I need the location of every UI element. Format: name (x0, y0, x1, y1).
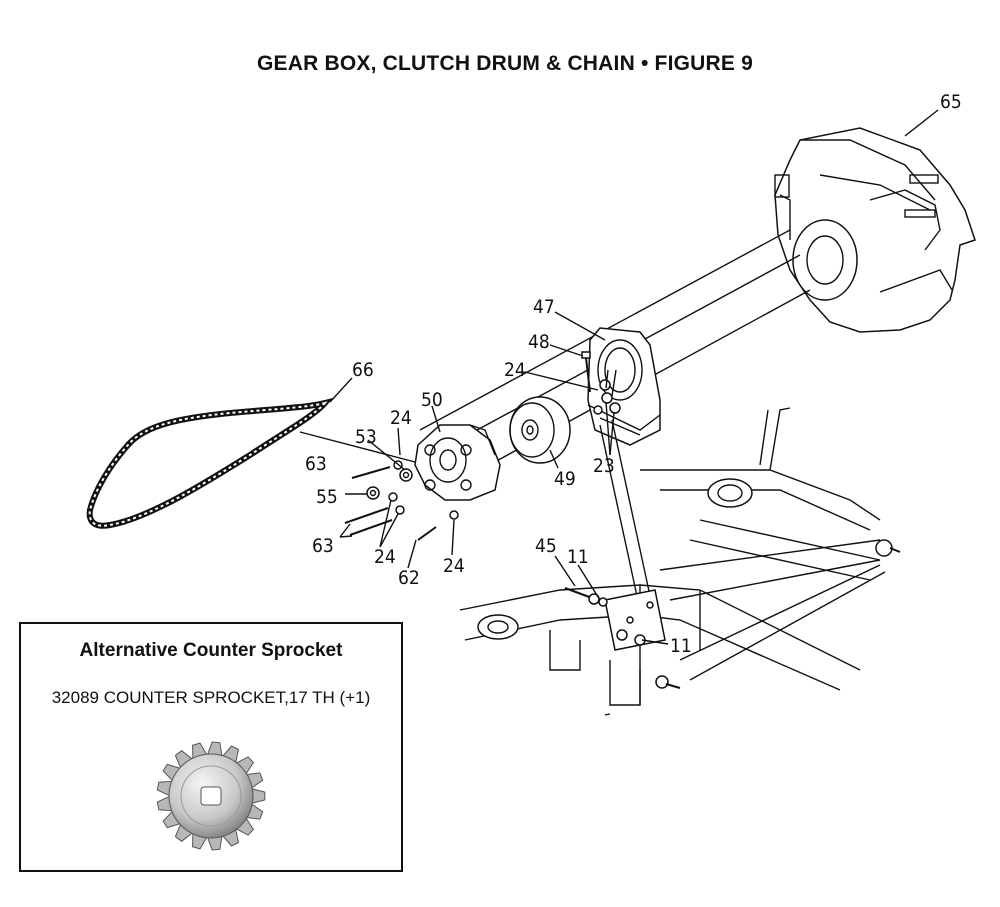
sprocket-image (156, 741, 266, 851)
callout-11-lower: 11 (670, 635, 692, 657)
figure-title: GEAR BOX, CLUTCH DRUM & CHAIN • FIGURE 9 (256, 52, 754, 75)
callout-47: 47 (533, 296, 555, 318)
callout-24-left-bottom: 24 (374, 546, 396, 568)
engine-part-65 (774, 127, 976, 333)
gearbox-part-50 (414, 424, 501, 501)
leader-lines (299, 109, 939, 645)
callout-24-top: 24 (390, 407, 412, 429)
bolt-part-48 (581, 351, 621, 415)
callout-23: 23 (593, 455, 615, 477)
callout-11-upper: 11 (567, 546, 589, 568)
alternative-sprocket-inset: Alternative Counter Sprocket 32089 COUNT… (19, 622, 403, 872)
chain-part-66 (86, 397, 334, 529)
sprocket-bore (200, 786, 222, 806)
callout-55: 55 (316, 486, 338, 508)
callout-49: 49 (554, 468, 576, 490)
callout-66: 66 (352, 359, 374, 381)
fasteners (344, 460, 459, 541)
inset-title: Alternative Counter Sprocket (79, 640, 343, 661)
callout-53: 53 (355, 426, 377, 448)
clutch-drum-part-49 (509, 396, 571, 464)
callout-24-upper-right: 24 (504, 359, 526, 381)
callout-63-top: 63 (305, 453, 327, 475)
pedal-rod-assembly (564, 419, 666, 651)
callout-50: 50 (421, 389, 443, 411)
chassis-frame (459, 407, 901, 716)
inset-part-description: 32089 COUNTER SPROCKET,17 TH (+1) (51, 688, 371, 707)
callout-labels: 65 47 48 24 23 50 24 53 66 63 55 63 24 6… (305, 91, 962, 657)
callout-24-bottom: 24 (443, 555, 465, 577)
callout-63-bottom: 63 (312, 535, 334, 557)
callout-65: 65 (940, 91, 962, 113)
callout-62: 62 (398, 567, 420, 589)
callout-48: 48 (528, 331, 550, 353)
callout-45: 45 (535, 535, 557, 557)
bracket-part-47 (587, 327, 661, 446)
